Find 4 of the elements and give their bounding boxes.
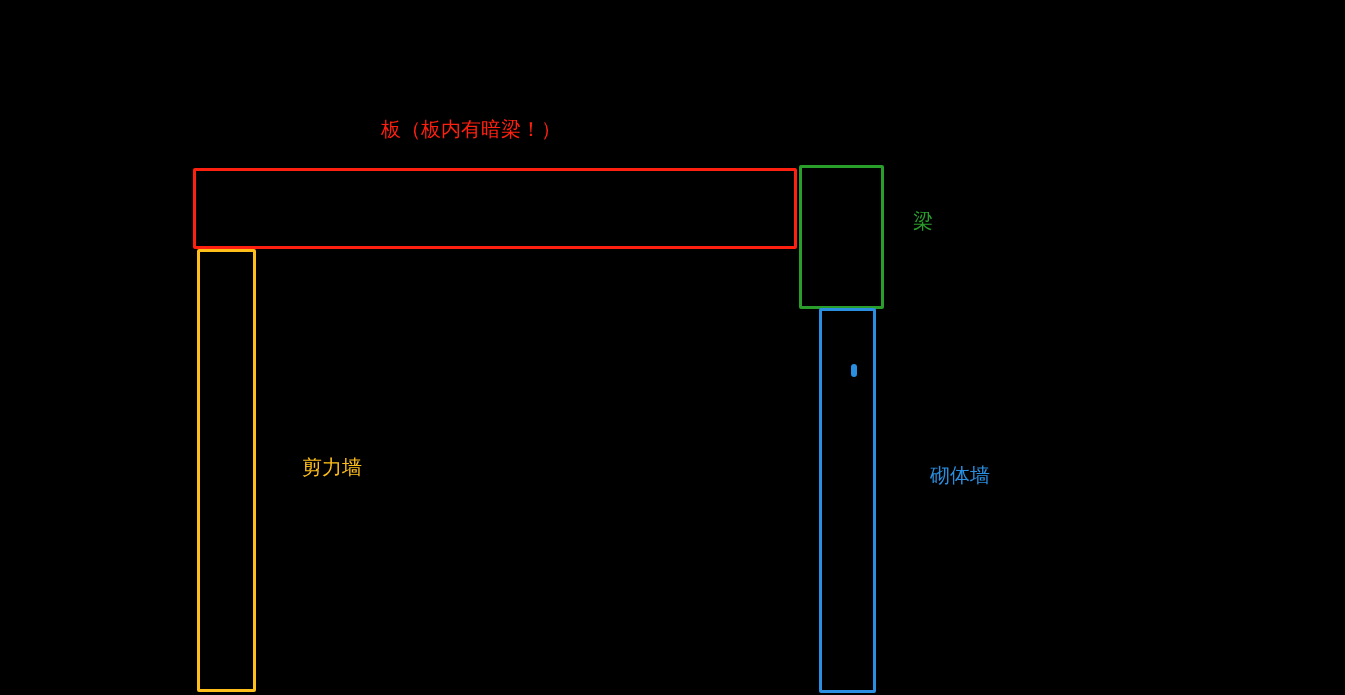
part-label: 砌体墙 — [930, 463, 990, 487]
part-label: 板（板内有暗梁！） — [381, 117, 561, 141]
part-label: 剪力墙 — [302, 455, 362, 479]
part-label: 梁 — [913, 209, 933, 233]
